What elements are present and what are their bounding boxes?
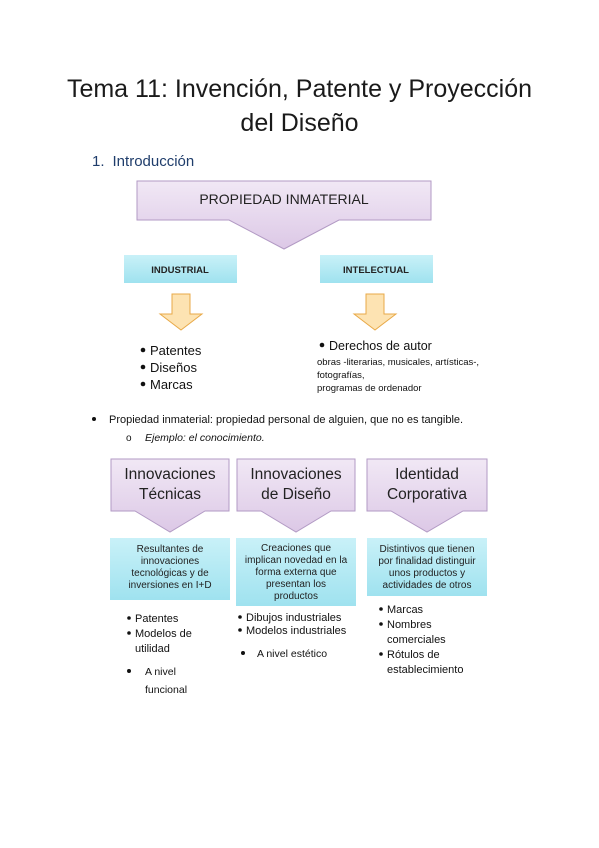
col3-desc: actividades de otros [383,580,472,591]
intelectual-box [320,255,433,283]
orange-down-arrow-left [158,293,204,331]
col1-header: Técnicas [139,486,201,503]
col3-desc-box [367,538,487,596]
col1-desc: Resultantes de [137,544,204,555]
industrial-item: Marcas [150,377,193,392]
col3-desc: Distintivos que tienen [379,544,474,555]
bullet-dot [238,628,242,632]
example-marker: o [126,433,132,444]
intelectual-label: INTELECTUAL [343,265,409,276]
col3-header: Identidad [395,466,459,483]
col2-desc: presentan los [266,579,326,590]
col2-item: Modelos industriales [246,625,347,637]
col1-header-arrow [110,458,230,533]
col2-header: de Diseño [261,486,331,503]
orange-down-arrow-right [352,293,398,331]
col3-item: Rótulos de [387,649,440,661]
intelectual-main: Derechos de autor [329,339,432,353]
intelectual-list: Derechos de autor obras -literarias, mus… [317,339,479,394]
col1-item: Patentes [135,613,179,625]
industrial-item: Diseños [150,360,197,375]
section-label: Introducción [112,153,195,170]
bullet-dot [127,631,131,635]
bullet-dot [127,616,131,620]
industrial-label: INDUSTRIAL [151,265,209,276]
propiedad-inmaterial-diagram: PROPIEDAD INMATERIAL INDUSTRIAL INTELECT… [124,180,479,394]
intelectual-sub: fotografías, [317,370,365,381]
section-heading: 1. Introducción [92,153,194,170]
bullet-dot [241,651,245,655]
col1-desc: innovaciones [141,556,199,567]
intelectual-sub: obras -literarias, musicales, artísticas… [317,357,479,368]
col2-desc: Creaciones que [261,543,331,554]
page-title-line1: Tema 11: Invención, Patente y Proyección [66,75,533,103]
col1-desc-box [110,538,230,600]
col1-header: Innovaciones [124,466,216,483]
col-identidad-corporativa: Identidad Corporativa Distintivos que ti… [366,458,488,676]
bullet-dot [140,347,146,353]
bullet-dot [92,417,96,421]
innovaciones-diagram: Innovaciones Técnicas Resultantes de inn… [110,458,488,696]
bullet-dot [379,607,383,611]
diagram1-header: PROPIEDAD INMATERIAL [199,191,369,207]
col3-desc: unos productos y [389,568,465,579]
page-title-line2: del Diseño [240,109,359,137]
col1-item: utilidad [135,643,170,655]
col3-desc: por finalidad distinguir [378,556,476,567]
col2-note: A nivel estético [257,648,327,660]
example-text: Ejemplo: el conocimiento. [145,432,265,444]
col2-header-arrow [236,458,356,533]
col2-desc: productos [274,591,318,602]
col3-header-arrow [366,458,488,533]
col3-item: comerciales [387,634,446,646]
industrial-box [124,255,237,283]
col-innovaciones-tecnicas: Innovaciones Técnicas Resultantes de inn… [110,458,230,696]
col1-item: Modelos de [135,628,192,640]
col3-item: establecimiento [387,664,463,676]
section-number: 1. [92,153,105,170]
col2-desc-box [236,538,356,606]
bullet-dot [379,652,383,656]
col1-note: funcional [145,684,187,696]
industrial-item: Patentes [150,343,202,358]
bullet-dot [238,615,242,619]
page-title: Tema 11: Invención, Patente y Proyección… [0,72,599,140]
bullet-dot [140,381,146,387]
col1-note: A nivel [145,666,176,678]
col2-desc: forma externa que [255,567,337,578]
col3-item: Marcas [387,604,424,616]
bullet-dot [127,669,131,673]
bullet-dot [379,622,383,626]
definition-bullet: Propiedad inmaterial: propiedad personal… [109,414,463,426]
industrial-list: Patentes Diseños Marcas [140,343,202,392]
col1-desc: tecnológicas y de [131,568,209,579]
header-arrow-shape [136,180,432,250]
col3-header: Corporativa [387,486,467,503]
col2-header: Innovaciones [250,466,342,483]
col2-desc: implican novedad en la [245,555,348,566]
col3-item: Nombres [387,619,432,631]
col-innovaciones-diseno: Innovaciones de Diseño Creaciones que im… [236,458,356,660]
col2-item: Dibujos industriales [246,612,342,624]
bullet-dot [140,364,146,370]
bullet-dot [319,342,325,348]
col1-desc: inversiones en I+D [128,580,211,591]
intelectual-sub: programas de ordenador [317,383,422,394]
